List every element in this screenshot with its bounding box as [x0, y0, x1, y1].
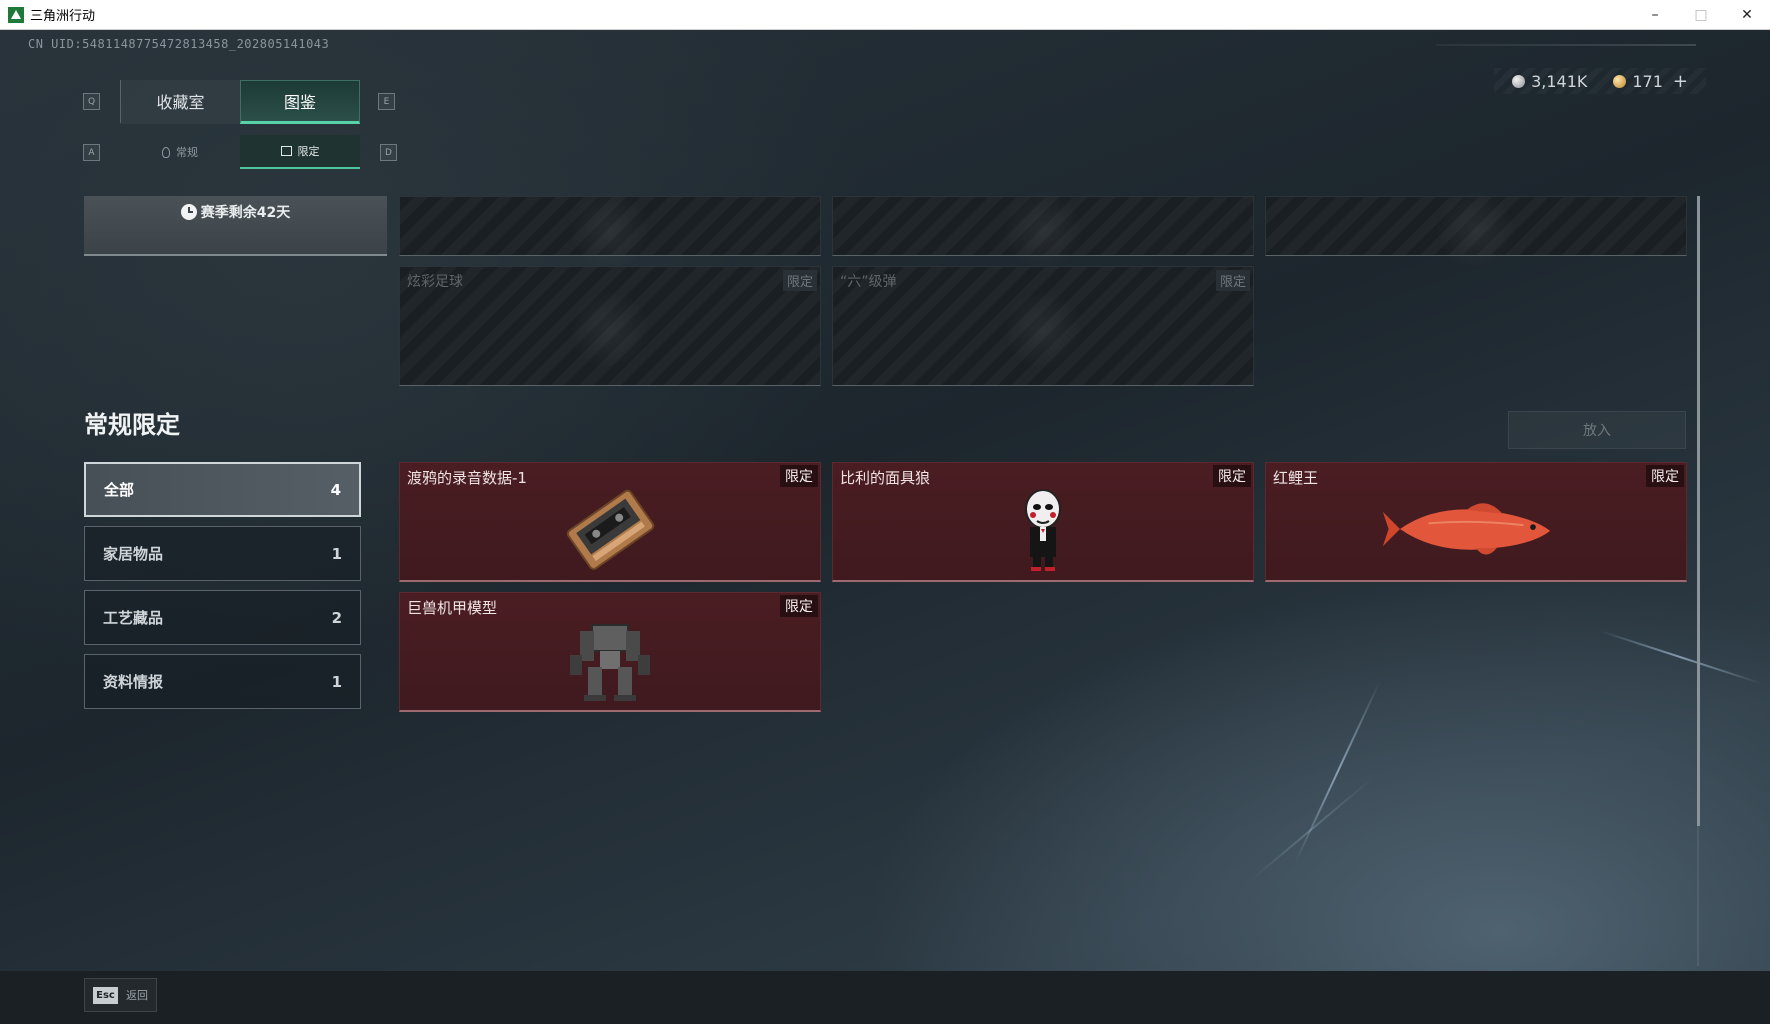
key-hint-a: A [83, 144, 100, 161]
red-carp-icon [1382, 503, 1551, 555]
category-count: 4 [330, 480, 341, 499]
item-silhouette-icon [1436, 190, 1516, 270]
subtab-regular-label: 常规 [176, 146, 198, 159]
locked-item-card[interactable]: “六”级弹 限定 [832, 266, 1254, 386]
subtab-limited[interactable]: 限定 [240, 135, 360, 169]
clock-icon [180, 204, 197, 220]
app-logo-icon [8, 6, 24, 23]
bottom-bar [0, 971, 1770, 1024]
lightning-streak [1249, 777, 1374, 882]
picture-icon [280, 146, 292, 156]
item-title: “六”级弹 [840, 274, 897, 290]
main-tabs: 收藏室 图鉴 [120, 80, 360, 124]
key-hint-e: E [378, 93, 395, 110]
limited-badge: 限定 [1215, 270, 1250, 291]
silver-amount: 3,141K [1531, 71, 1588, 91]
puppet-figure-icon [1025, 489, 1061, 571]
lightning-streak [1599, 630, 1762, 685]
category-label: 家居物品 [103, 545, 164, 563]
scrollbar-thumb[interactable] [1697, 196, 1700, 826]
gold-amount: 171 [1632, 71, 1663, 91]
limited-badge: 限定 [780, 465, 818, 487]
locked-item-card[interactable] [399, 190, 821, 270]
limited-badge: 限定 [1213, 465, 1251, 487]
game-stage: CN UID:5481148775472813458_202805141043 … [0, 30, 1770, 1024]
subtab-limited-label: 限定 [297, 145, 320, 158]
put-in-button[interactable]: 放入 [1508, 411, 1686, 449]
subtab-regular[interactable]: 常规 [120, 135, 240, 169]
regular-icon [162, 146, 170, 158]
item-card[interactable]: 渡鸦的录音数据-1 限定 [399, 462, 821, 582]
tab-catalog[interactable]: 图鉴 [240, 80, 360, 124]
limited-badge: 限定 [1646, 465, 1684, 487]
bullet-hand-silhouette-icon [1003, 290, 1083, 370]
window-title: 三角洲行动 [30, 9, 96, 24]
locked-item-card[interactable] [832, 190, 1254, 270]
key-hint-d: D [380, 144, 397, 161]
category-home-items[interactable]: 家居物品 1 [84, 526, 361, 581]
mech-model-icon [570, 624, 650, 701]
sub-tabs: 常规 限定 [120, 135, 360, 169]
close-button[interactable]: ✕ [1741, 7, 1753, 23]
lightning-streak [1294, 680, 1381, 863]
silver-coin-icon [1512, 74, 1526, 88]
locked-item-card[interactable] [1265, 190, 1687, 270]
uid-label: CN UID:5481148775472813458_202805141043 [28, 37, 330, 51]
back-label: 返回 [126, 989, 148, 1002]
minimize-button[interactable]: – [1651, 7, 1659, 23]
limited-badge: 限定 [780, 595, 818, 617]
category-count: 1 [331, 544, 342, 563]
esc-key-icon: Esc [93, 986, 118, 1004]
item-card[interactable]: 巨兽机甲模型 限定 [399, 592, 821, 712]
item-silhouette-icon [1003, 190, 1083, 270]
tab-collection-room[interactable]: 收藏室 [120, 80, 240, 124]
window-controls: – □ ✕ [1632, 0, 1770, 30]
item-title: 红鲤王 [1273, 469, 1319, 487]
item-title: 比利的面具狼 [840, 469, 931, 487]
key-hint-q: Q [83, 93, 100, 110]
gold-coin-icon [1613, 74, 1627, 88]
maximize-button[interactable]: □ [1694, 7, 1708, 23]
window-titlebar: 三角洲行动 – □ ✕ [0, 0, 1770, 30]
cassette-tape-icon [566, 489, 655, 570]
category-all[interactable]: 全部 4 [84, 462, 361, 517]
item-card[interactable]: 比利的面具狼 限定 [832, 462, 1254, 582]
limited-badge: 限定 [782, 270, 817, 291]
item-title: 巨兽机甲模型 [407, 599, 498, 617]
category-intel-data[interactable]: 资料情报 1 [84, 654, 361, 709]
item-silhouette-icon [570, 190, 650, 270]
item-title: 炫彩足球 [407, 274, 463, 290]
top-decoration-line [1436, 44, 1696, 46]
gold-currency: 171 + [1613, 71, 1688, 92]
item-title: 渡鸦的录音数据-1 [407, 469, 527, 487]
category-count: 1 [331, 672, 342, 691]
locked-item-card[interactable]: 炫彩足球 限定 [399, 266, 821, 386]
category-craft-collectibles[interactable]: 工艺藏品 2 [84, 590, 361, 645]
football-silhouette-icon [570, 290, 650, 370]
item-card[interactable]: 红鲤王 限定 [1265, 462, 1687, 582]
silver-currency: 3,141K [1512, 72, 1587, 91]
back-button[interactable]: Esc 返回 [84, 978, 157, 1012]
category-label: 工艺藏品 [103, 609, 164, 627]
category-label: 全部 [104, 481, 135, 499]
add-currency-button[interactable]: + [1672, 70, 1688, 92]
category-label: 资料情报 [103, 673, 164, 691]
currency-bar: 3,141K 171 + [1494, 68, 1706, 94]
section-title: 常规限定 [84, 411, 180, 439]
season-remaining-text: 赛季剩余42天 [200, 205, 291, 221]
category-count: 2 [331, 608, 342, 627]
season-timer: 赛季剩余42天 [84, 196, 387, 256]
